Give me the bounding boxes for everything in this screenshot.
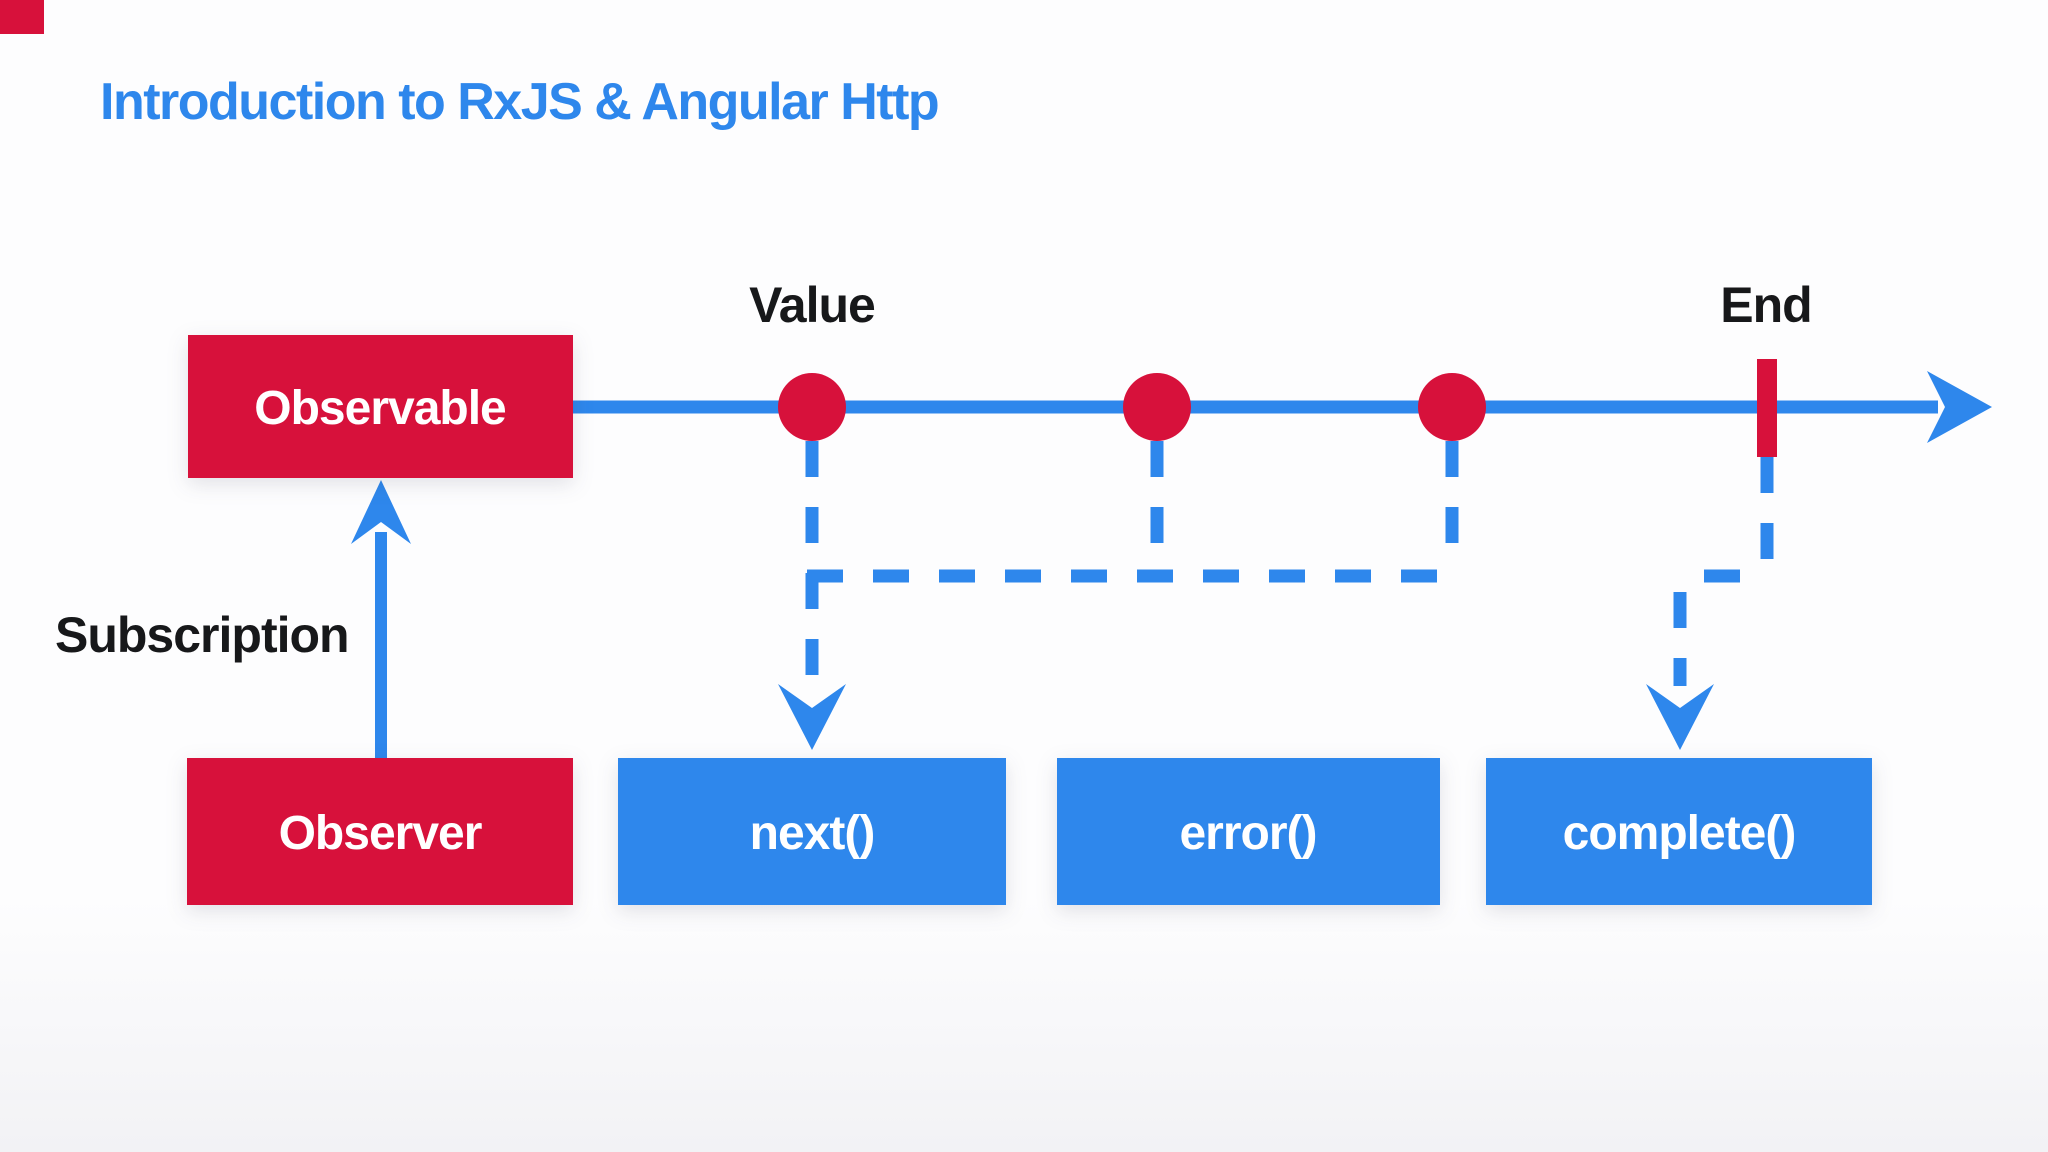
complete-label: complete() [1563,807,1796,860]
subscription-label: Subscription [55,607,349,663]
event-dot-1 [778,373,846,441]
event-dot-2 [1123,373,1191,441]
subscription-arrowhead-icon [351,480,411,544]
value-label: Value [749,277,875,333]
end-marker-bar [1757,359,1777,457]
next-arrowhead-icon [778,684,846,750]
next-box [618,758,1006,905]
timeline-arrowhead-icon [1927,371,1992,443]
complete-box [1486,758,1872,905]
observable-box [188,335,573,478]
end-label: End [1720,277,1811,333]
page-title: Introduction to RxJS & Angular Http [100,73,938,131]
event-dot-3 [1418,373,1486,441]
next-label: next() [750,807,875,860]
observable-label: Observable [254,382,506,435]
error-label: error() [1179,807,1316,860]
corner-red-mark [0,0,44,34]
complete-arrowhead-icon [1646,684,1714,750]
error-box [1057,758,1440,905]
observer-label: Observer [279,807,482,860]
observer-box [187,758,573,905]
